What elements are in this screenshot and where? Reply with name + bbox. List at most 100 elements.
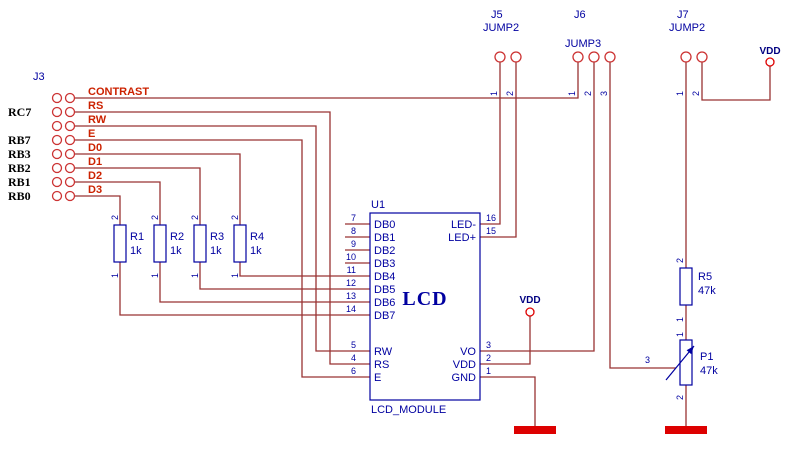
wire-net-d0 (74, 153, 241, 225)
j7-ref: J7 (677, 9, 689, 21)
r1-pin-1: 1 (110, 273, 120, 278)
vdd-symbol-topright: VDD (759, 46, 781, 67)
wire-net-d1 (74, 167, 201, 225)
wire-net-vdd-u1 (480, 316, 531, 365)
io-label-rb1: RB1 (8, 175, 31, 189)
vdd-power-icon (765, 57, 775, 67)
r1-body (113, 224, 127, 263)
p1-value: 47k (700, 365, 718, 377)
r4-ref: R4 (250, 231, 264, 243)
connector-j3: J3 (33, 71, 76, 202)
jumper-j5: J5 JUMP2 1 2 (483, 9, 522, 96)
r1-pin-2: 2 (110, 215, 120, 220)
wire-net-gnd-u1 (480, 376, 536, 426)
u1-pin-stubs-left (345, 223, 370, 378)
j5-pad (510, 51, 522, 63)
net-label-d0: D0 (88, 142, 102, 154)
u1-body (369, 212, 481, 401)
j5-pin-2: 2 (505, 91, 515, 96)
r4-value: 1k (250, 245, 262, 257)
r4-pin-1: 1 (230, 273, 240, 278)
j3-pad (51, 162, 63, 174)
j6-pin-2: 2 (583, 91, 593, 96)
resistor-r1: R1 1k 2 1 (110, 215, 144, 278)
potentiometer-p1: P1 47k 1 2 3 (645, 332, 718, 400)
u1-pin-num: 11 (347, 265, 356, 275)
j6-type: JUMP3 (565, 38, 601, 50)
j5-ref: J5 (491, 9, 503, 21)
wire-net-contrast (74, 62, 579, 99)
u1-pin-name: DB0 (374, 219, 395, 231)
r3-value: 1k (210, 245, 222, 257)
j7-pin-1: 1 (675, 91, 685, 96)
u1-pin-num: 15 (486, 226, 496, 236)
vdd-symbol-mid: VDD (519, 295, 541, 317)
resistor-r5: R5 47k 2 1 (675, 258, 716, 322)
p1-ref: P1 (700, 351, 713, 363)
u1-pin-name: LED+ (448, 232, 476, 244)
resistor-r3: R3 1k 2 1 (190, 215, 224, 278)
u1-pin-num: 3 (486, 340, 491, 350)
j3-pad (64, 92, 76, 104)
u1-pin-name: DB3 (374, 258, 395, 270)
j3-pad (64, 176, 76, 188)
io-labels: RC7 RB7 RB3 RB2 RB1 RB0 (8, 105, 31, 203)
j6-pad (588, 51, 600, 63)
r1-ref: R1 (130, 231, 144, 243)
u1-pin-name: VDD (453, 359, 476, 371)
j3-pad (64, 190, 76, 202)
wire-net-led-plus (480, 62, 517, 238)
wire-net-d3 (74, 195, 121, 225)
jumper-j6: J6 JUMP3 1 2 3 (565, 9, 616, 96)
u1-title: LCD (402, 288, 447, 310)
u1-pin-name: GND (452, 372, 477, 384)
r5-body (679, 267, 693, 306)
u1-ref: U1 (371, 199, 385, 211)
j6-ref: J6 (574, 9, 586, 21)
wire-net-rs (74, 111, 345, 365)
j3-pad (51, 92, 63, 104)
p1-wiper-arrowhead (686, 346, 694, 355)
io-label-rb3: RB3 (8, 147, 31, 161)
gnd-symbol (514, 426, 556, 434)
u1-pin-num: 10 (346, 252, 356, 262)
u1-pin-name: DB4 (374, 271, 395, 283)
u1-pin-num: 5 (351, 340, 356, 350)
wire-j7-vdd (701, 62, 771, 101)
r5-value: 47k (698, 285, 716, 297)
u1-pin-num: 8 (351, 226, 356, 236)
resistor-r2: R2 1k 2 1 (150, 215, 184, 278)
net-label-d1: D1 (88, 156, 102, 168)
u1-pin-num: 6 (351, 366, 356, 376)
wire-net-e (74, 139, 345, 378)
resistor-r4: R4 1k 2 1 (230, 215, 264, 278)
wire-net-led-minus (480, 62, 501, 225)
j7-pad (680, 51, 692, 63)
r2-pin-2: 2 (150, 215, 160, 220)
net-label-e: E (88, 128, 95, 140)
j5-pin-1: 1 (489, 91, 499, 96)
j5-pad (494, 51, 506, 63)
j3-pad (51, 120, 63, 132)
j5-type: JUMP2 (483, 22, 519, 34)
r5-pin-2: 2 (675, 258, 685, 263)
j3-pad (64, 162, 76, 174)
wire-net-d2 (74, 181, 161, 225)
j7-pin-2: 2 (691, 91, 701, 96)
u1-pin-num: 14 (346, 304, 356, 314)
r2-body (153, 224, 167, 263)
u1-pin-num: 4 (351, 353, 356, 363)
wire-net-wiper (609, 62, 676, 369)
r4-pin-2: 2 (230, 215, 240, 220)
j3-pad (51, 106, 63, 118)
u1-pin-num: 9 (351, 239, 356, 249)
io-label-rc7: RC7 (8, 105, 31, 119)
r3-body (193, 224, 207, 263)
j3-pad (51, 134, 63, 146)
u1-pin-num: 12 (346, 278, 356, 288)
u1-pin-name: DB5 (374, 284, 395, 296)
r5-pin-1: 1 (675, 317, 685, 322)
r5-ref: R5 (698, 271, 712, 283)
